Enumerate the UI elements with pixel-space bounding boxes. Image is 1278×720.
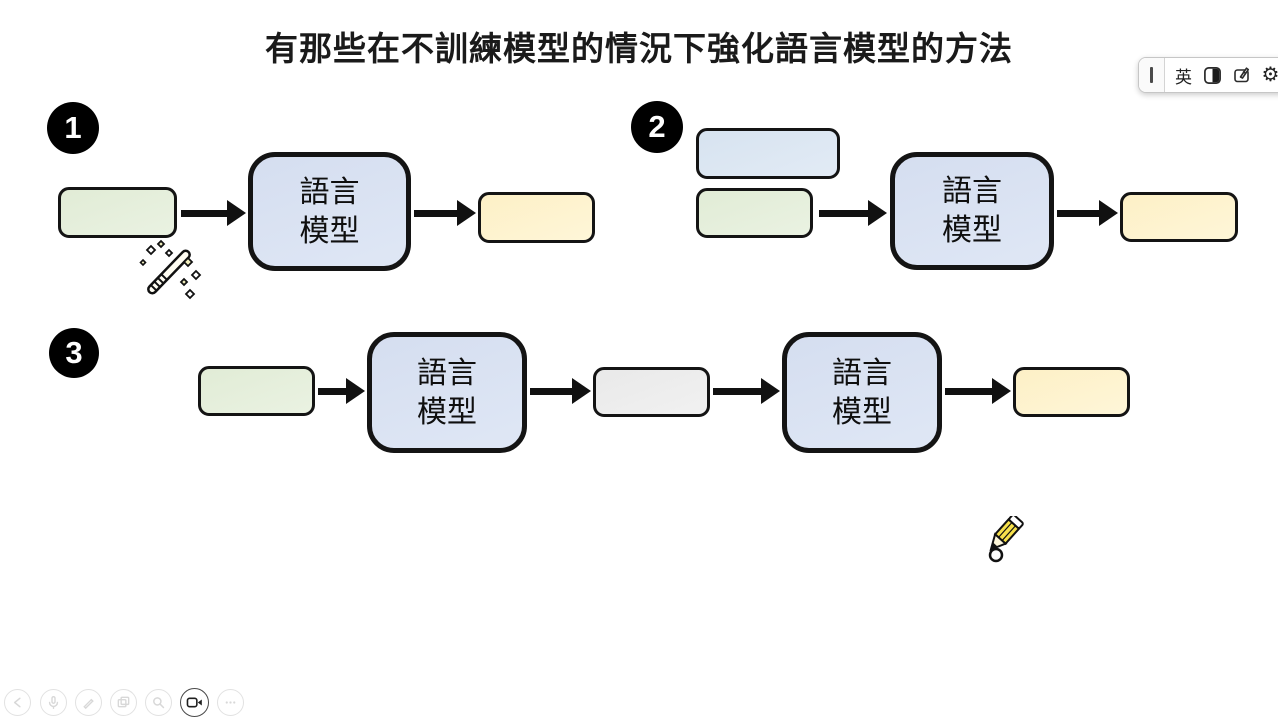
model-label-line1: 語言	[942, 175, 1002, 208]
model-label-line2: 模型	[942, 214, 1002, 247]
step-badge-3: 3	[49, 328, 99, 378]
context-box-2	[696, 128, 840, 179]
arrow	[1057, 200, 1118, 226]
step-badge-2: 2	[631, 101, 683, 153]
camera-button[interactable]	[180, 688, 209, 717]
arrow	[819, 200, 887, 226]
handwriting-icon[interactable]	[1229, 61, 1255, 89]
halfwidth-fullwidth-icon[interactable]	[1200, 61, 1226, 89]
more-options-button[interactable]	[217, 689, 244, 716]
all-slides-icon	[117, 696, 130, 708]
pen-cursor-icon	[983, 514, 1025, 569]
microphone-button[interactable]	[40, 689, 67, 716]
arrow	[318, 378, 365, 404]
pen-icon	[83, 698, 94, 710]
model-label-line1: 語言	[417, 356, 477, 390]
output-box-3	[1013, 367, 1130, 417]
intermediate-box-3	[593, 367, 710, 417]
previous-slide-button[interactable]	[4, 689, 31, 716]
ime-toolbar: 英 ⚙	[1138, 57, 1278, 93]
input-box-3	[198, 366, 315, 416]
model-label-line2: 模型	[832, 395, 892, 429]
output-box-2	[1120, 192, 1238, 242]
zoom-button[interactable]	[145, 689, 172, 716]
handle-bar-icon	[1150, 67, 1153, 83]
previous-arrow-icon	[13, 697, 21, 708]
pen-tool-button[interactable]	[75, 689, 102, 716]
language-model-box-3b: 語言 模型	[782, 332, 942, 453]
magnifier-icon	[153, 697, 165, 709]
ime-language-button[interactable]: 英	[1175, 67, 1192, 87]
slide-title: 有那些在不訓練模型的情況下強化語言模型的方法	[265, 30, 1013, 67]
arrow	[530, 378, 591, 404]
settings-icon[interactable]: ⚙	[1261, 64, 1278, 86]
model-label-line2: 模型	[417, 395, 477, 429]
magic-wand-icon	[133, 238, 205, 311]
all-slides-button[interactable]	[110, 689, 137, 716]
language-model-box-1: 語言 模型	[248, 152, 411, 271]
ime-drag-handle[interactable]	[1139, 58, 1165, 92]
input-box-2	[696, 188, 813, 238]
output-box-1	[478, 192, 595, 243]
camera-icon	[186, 697, 202, 708]
ellipsis-icon	[225, 701, 236, 704]
model-label-line1: 語言	[299, 175, 360, 209]
language-model-box-2: 語言 模型	[890, 152, 1054, 270]
arrow	[945, 378, 1011, 404]
arrow	[181, 200, 246, 226]
step-badge-1: 1	[47, 102, 99, 154]
model-label-line2: 模型	[299, 214, 360, 248]
microphone-icon	[48, 695, 59, 710]
model-label-line1: 語言	[832, 356, 892, 390]
arrow	[414, 200, 476, 226]
arrow	[713, 378, 780, 404]
input-box-1	[58, 187, 177, 238]
language-model-box-3a: 語言 模型	[367, 332, 527, 453]
